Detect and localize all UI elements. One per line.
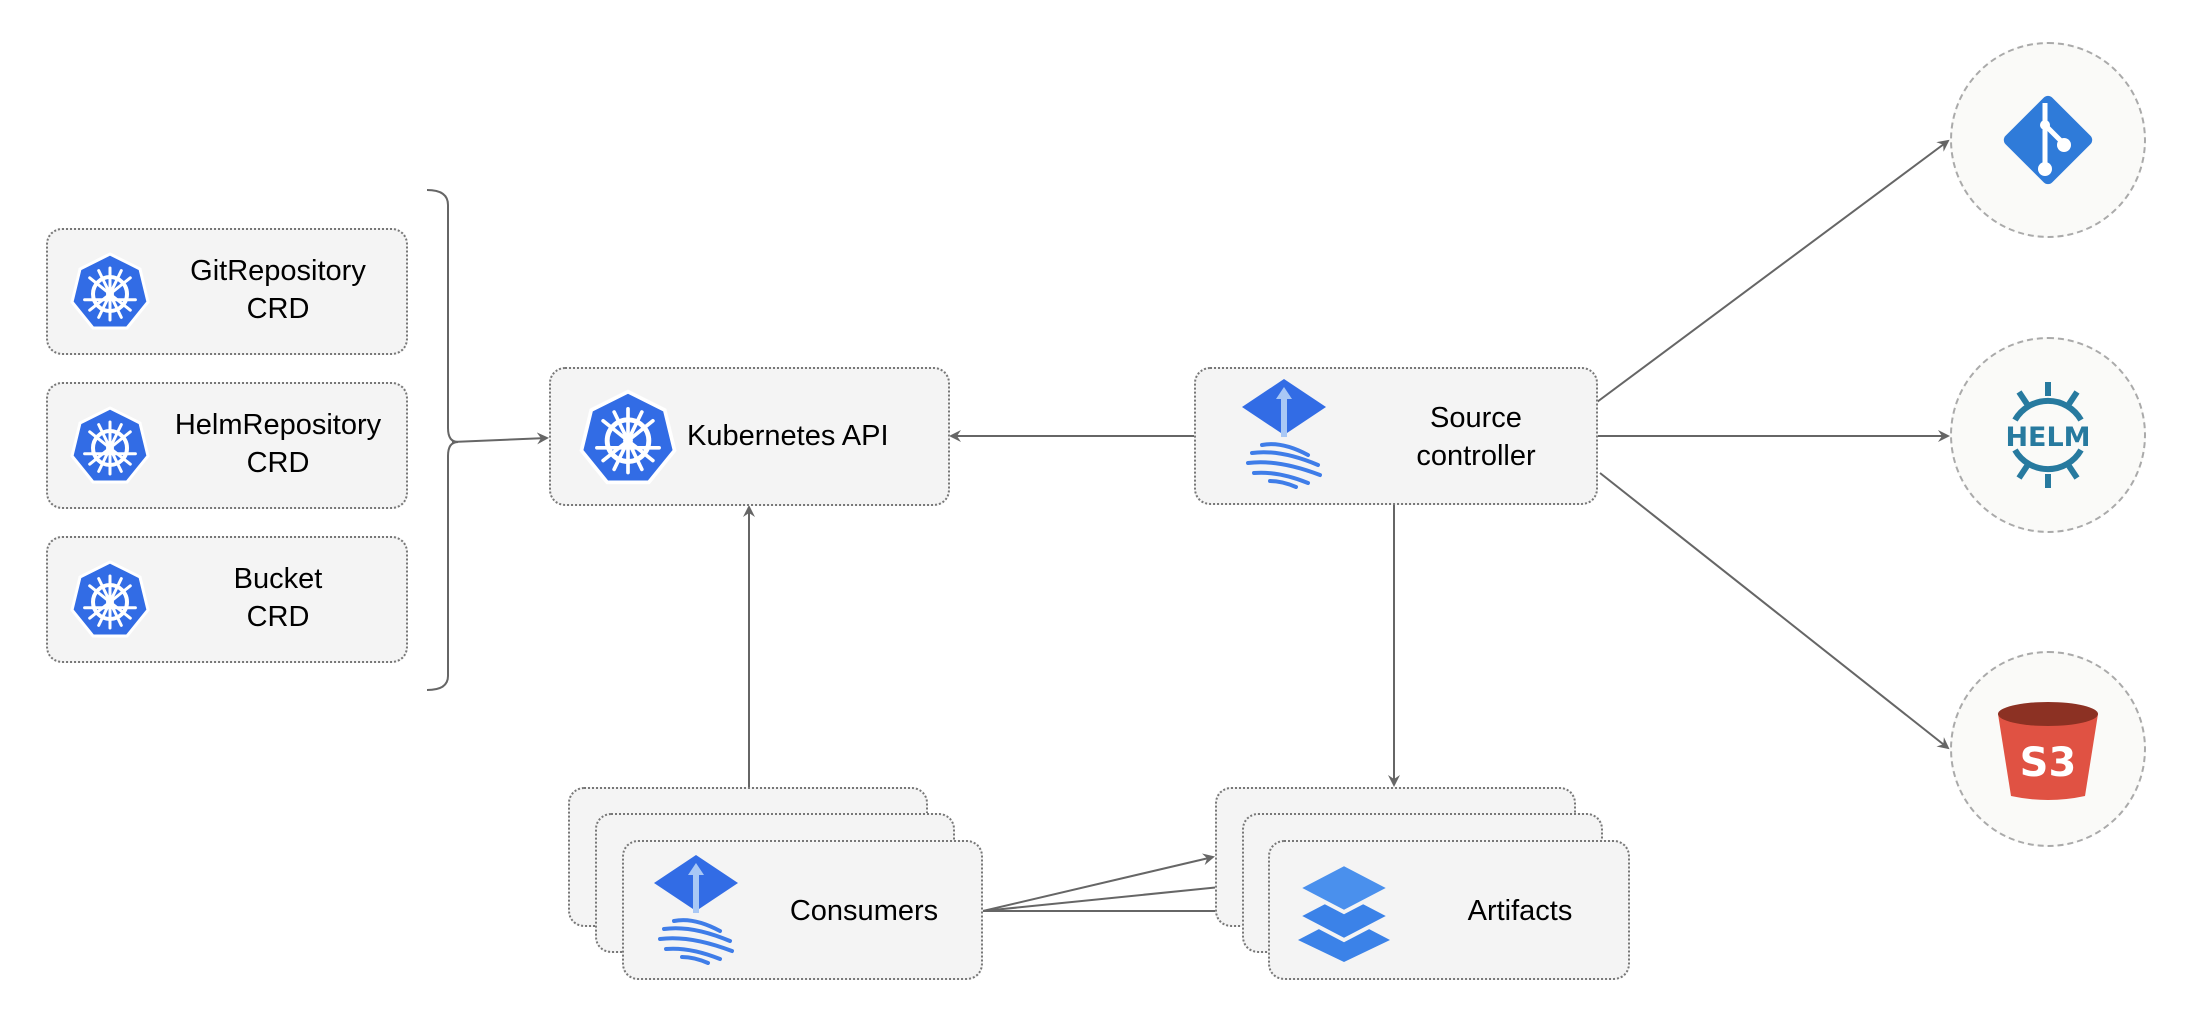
flux-icon xyxy=(1242,379,1326,489)
git-source[interactable] xyxy=(1950,42,2146,238)
helm-source[interactable]: HELM xyxy=(1950,337,2146,533)
kubernetes-icon xyxy=(70,252,150,330)
helm-icon: HELM xyxy=(2005,382,2091,488)
arrow-controller-to-s3 xyxy=(1599,472,1950,750)
crd-name: Bucket xyxy=(233,563,323,595)
arrow-consumers-to-artifact-2 xyxy=(982,880,1242,912)
helm-wordmark: HELM xyxy=(2005,422,2090,453)
crd-name: GitRepository xyxy=(190,255,366,287)
crd-type: CRD xyxy=(246,601,310,633)
artifacts-label: Artifacts xyxy=(1467,895,1573,927)
arrow-controller-to-git xyxy=(1596,139,1950,403)
arrow-crds-to-api xyxy=(451,432,549,445)
arrow-consumers-to-artifact-1 xyxy=(982,853,1215,912)
kubernetes-icon xyxy=(70,560,150,638)
consumers-label: Consumers xyxy=(789,895,939,927)
git-icon xyxy=(2003,95,2093,185)
s3-bucket-icon: S3 xyxy=(1998,702,2098,800)
kubernetes-icon xyxy=(579,389,677,485)
kubernetes-api-label: Kubernetes API xyxy=(687,420,889,452)
flux-icon xyxy=(654,855,738,965)
layers-icon xyxy=(1294,862,1394,962)
crd-name: HelmRepository xyxy=(174,409,382,441)
crd-bracket xyxy=(426,189,459,691)
crd-type: CRD xyxy=(246,293,310,325)
source-controller-node[interactable]: Source controller xyxy=(1194,367,1598,505)
source-controller-line1: Source xyxy=(1430,402,1522,434)
kubernetes-api-node[interactable]: Kubernetes API xyxy=(549,367,950,506)
crd-type: CRD xyxy=(246,447,310,479)
kubernetes-icon xyxy=(70,406,150,484)
artifacts-node[interactable]: Artifacts xyxy=(1268,840,1630,980)
consumers-node[interactable]: Consumers xyxy=(622,840,983,980)
s3-source[interactable]: S3 xyxy=(1950,651,2146,847)
s3-wordmark: S3 xyxy=(2020,740,2077,786)
source-controller-line2: controller xyxy=(1416,440,1536,472)
